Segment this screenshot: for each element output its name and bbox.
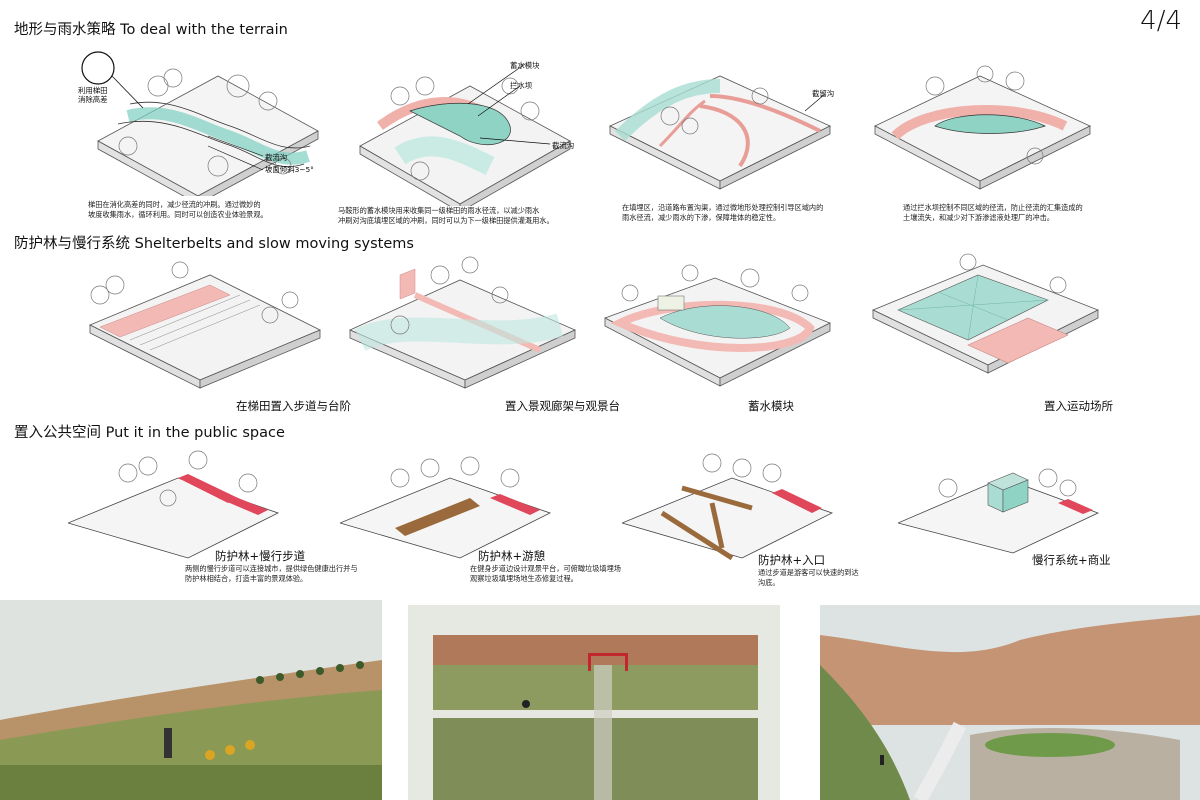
terrain-caption-1: 梯田在消化高差的同时，减少径流的冲刷。通过微妙的 坡度收集雨水，循环利用。同时可…: [88, 200, 268, 220]
caption-line: 在填埋区，沿道路布置沟渠，通过微地形处理控制引导区域内的: [622, 203, 824, 212]
photo-grass-terraces-gate: [408, 605, 780, 800]
shelterbelt-label-2: 置入景观廊架与观景台: [505, 399, 620, 413]
zoom-label: 利用梯田 消除高差: [78, 86, 108, 104]
shelterbelt-diagram-4: [872, 253, 1099, 374]
zoom-label-line-2: 消除高差: [78, 95, 108, 104]
caption-line: 防护林相结合，打造丰富的景观体验。: [185, 574, 308, 583]
public-label-2: 防护林+游憩: [478, 549, 546, 563]
public-label-3: 防护林+入口: [758, 553, 826, 567]
shelterbelt-diagram-1: [89, 261, 321, 389]
shelterbelt-diagram-2: [349, 256, 576, 389]
caption-line: 梯田在消化高差的同时，减少径流的冲刷。通过微妙的: [88, 200, 261, 209]
terrain-diagram-3: [609, 75, 831, 190]
caption-line: 坡度收集雨水，循环利用。同时可以创造农业体验景观。: [88, 210, 268, 219]
public-diagram-4: [898, 468, 1100, 554]
shelterbelt-label-3: 蓄水模块: [748, 399, 794, 413]
caption-line: 通过步道是游客可以快速的到达: [758, 568, 859, 577]
terrain-caption-3: 在填埋区，沿道路布置沟渠，通过微地形处理控制引导区域内的 雨水径流，减少雨水的下…: [622, 203, 823, 223]
page-number: 4/4: [1140, 6, 1182, 36]
caption-line: 通过拦水坝控制不同区域的径流，防止径流的汇集造成的: [903, 203, 1083, 212]
annotation-dam: 拦水坝: [510, 81, 533, 90]
public-caption-3: 通过步道是游客可以快速的到达 沟底。: [758, 568, 859, 588]
public-label-1: 防护林+慢行步道: [215, 549, 306, 563]
section-title-shelterbelts: 防护林与慢行系统 Shelterbelts and slow moving sy…: [14, 236, 414, 252]
annotation-ditch-2: 截流沟: [552, 141, 575, 150]
caption-line: 在健身步道边设计观景平台，可俯瞰垃圾填埋场: [470, 564, 621, 573]
terrain-diagram-4: [874, 65, 1091, 190]
photo-sunflower-terraces: [0, 600, 382, 800]
caption-line: 马鞍形的蓄水模块用来收集同一级梯田的雨水径流，以减少雨水: [338, 206, 540, 215]
photo-canyon-amphitheater: [820, 605, 1200, 800]
public-caption-1: 两侧的慢行步道可以连接城市，提供绿色健康出行并与 防护林相结合，打造丰富的景观体…: [185, 564, 358, 584]
public-caption-2: 在健身步道边设计观景平台，可俯瞰垃圾填埋场 观察垃圾填埋场地生态修复过程。: [470, 564, 621, 584]
caption-line: 土壤流失，和减少对下游渗滤液处理厂的冲击。: [903, 213, 1054, 222]
shelterbelt-diagram-3: [604, 264, 831, 387]
annotation-slope: 坡面倾斜3~5°: [265, 165, 314, 174]
caption-line: 两侧的慢行步道可以连接城市，提供绿色健康出行并与: [185, 564, 358, 573]
terrain-caption-4: 通过拦水坝控制不同区域的径流，防止径流的汇集造成的 土壤流失，和减少对下游渗滤液…: [903, 203, 1083, 223]
terrain-caption-2: 马鞍形的蓄水模块用来收集同一级梯田的雨水径流，以减少雨水 冲刷对沟底填埋区域的冲…: [338, 206, 554, 226]
caption-line: 沟底。: [758, 578, 780, 587]
caption-line: 冲刷对沟底填埋区域的冲刷，同时可以为下一级梯田提供灌溉用水。: [338, 216, 554, 225]
section-title-public-space: 置入公共空间 Put it in the public space: [14, 425, 285, 441]
public-diagram-3: [622, 453, 834, 561]
caption-line: 雨水径流，减少雨水的下渗，保障堆体的稳定性。: [622, 213, 781, 222]
annotation-ditch-1: 截流沟: [265, 153, 288, 162]
public-diagram-2: [340, 456, 552, 559]
zoom-label-line-1: 利用梯田: [78, 86, 108, 95]
shelterbelt-label-4: 置入运动场所: [1044, 399, 1113, 413]
terrain-diagram-2: [359, 63, 571, 206]
public-diagram-1: [68, 450, 280, 559]
section-title-terrain: 地形与雨水策略 To deal with the terrain: [14, 22, 288, 38]
public-label-4: 慢行系统+商业: [1032, 553, 1111, 567]
caption-line: 观察垃圾填埋场地生态修复过程。: [470, 574, 578, 583]
shelterbelt-label-1: 在梯田置入步道与台阶: [236, 399, 351, 413]
annotation-ditch-3: 截留沟: [812, 89, 835, 98]
annotation-module: 蓄水模块: [510, 61, 540, 70]
terrain-diagram-1: [81, 51, 319, 196]
